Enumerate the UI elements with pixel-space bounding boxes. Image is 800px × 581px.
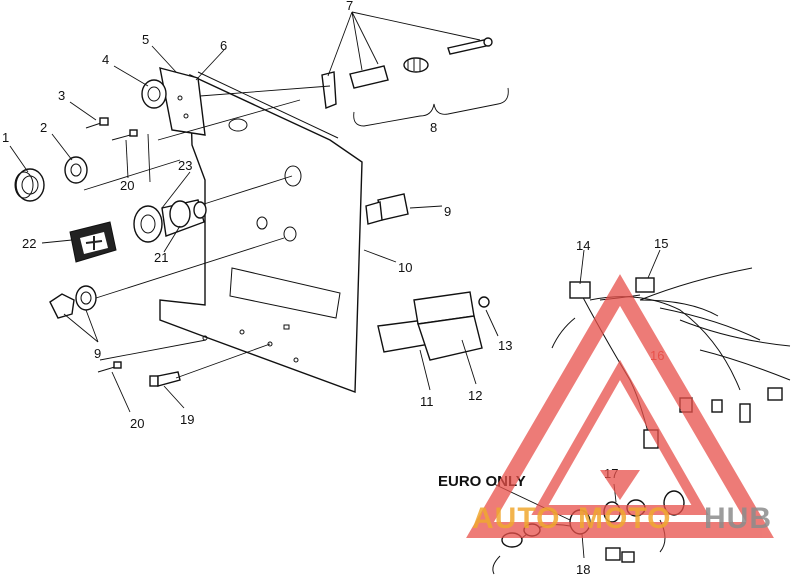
bolt	[149, 371, 181, 387]
callout-20-bottom: 20	[130, 416, 144, 431]
callout-9-right: 9	[444, 204, 451, 219]
callout-21: 21	[154, 250, 168, 265]
switch-bracket	[141, 67, 206, 136]
callout-8: 8	[430, 120, 437, 135]
callout-11: 11	[420, 394, 434, 409]
callout-10: 10	[398, 260, 412, 275]
watermark-auto: AUTO	[472, 502, 560, 535]
mount-plates	[377, 291, 490, 361]
small-screws	[85, 117, 138, 373]
callout-6: 6	[220, 38, 227, 53]
callout-5: 5	[142, 32, 149, 47]
callout-23: 23	[178, 158, 192, 173]
dash-panel	[159, 71, 363, 393]
watermark-hub: HUB	[704, 502, 772, 535]
callout-3: 3	[58, 88, 65, 103]
callout-13: 13	[498, 338, 512, 353]
callout-12: 12	[468, 388, 482, 403]
callout-9-left: 9	[94, 346, 101, 361]
callout-19: 19	[180, 412, 194, 427]
lock-nut	[14, 168, 45, 202]
star-washer	[64, 156, 88, 184]
watermark-text: AUTO MOTO HUB	[472, 502, 772, 535]
switch-assembly	[321, 37, 493, 109]
callout-7: 7	[346, 0, 353, 13]
callout-22: 22	[22, 236, 36, 251]
watermark-moto: MOTO	[578, 502, 671, 535]
callout-18: 18	[576, 562, 590, 577]
callout-2: 2	[40, 120, 47, 135]
callout-1: 1	[2, 130, 9, 145]
callout-20-top: 20	[120, 178, 134, 193]
toggle-switch	[365, 193, 409, 225]
square-cap	[69, 221, 117, 263]
callout-15: 15	[654, 236, 668, 251]
watermark-logo	[466, 274, 774, 538]
ignition-switch	[133, 199, 207, 243]
callout-14: 14	[576, 238, 590, 253]
indicator-lamp	[49, 285, 97, 319]
callout-4: 4	[102, 52, 109, 67]
